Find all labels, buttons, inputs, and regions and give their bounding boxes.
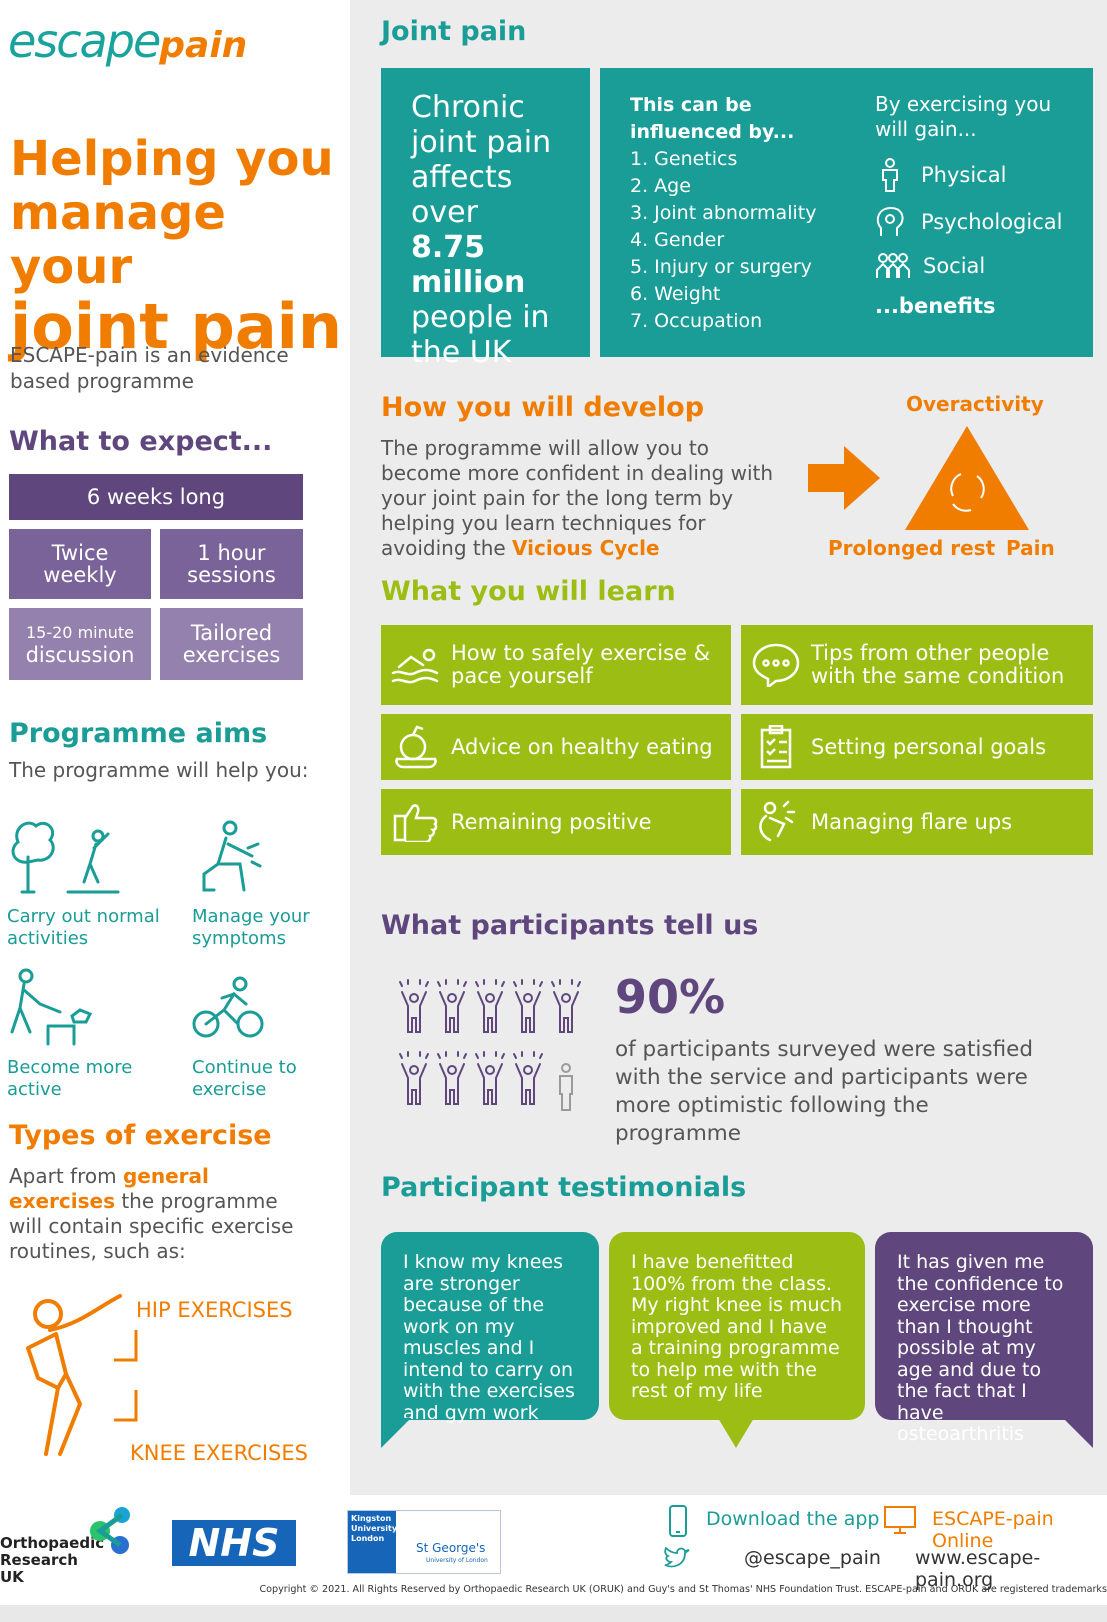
website-link[interactable]: www.escape-pain.org [915, 1547, 1041, 1591]
psychological-icon [876, 206, 904, 236]
expect-box-frequency: Twice weekly [9, 529, 151, 599]
cheering-person-icon [475, 979, 505, 1033]
cheering-person-icon [399, 1051, 429, 1105]
learn-item-eating: Advice on healthy eating [381, 714, 731, 780]
cheering-person-icon [437, 1051, 467, 1105]
physical-icon [882, 158, 898, 192]
learn-title: What you will learn [381, 576, 676, 607]
types-text: Apart from general exercises the program… [9, 1164, 294, 1263]
bubble-tail-2 [718, 1418, 754, 1448]
download-app-link[interactable]: Download the app [706, 1508, 880, 1530]
escape-pain-online-link[interactable]: ESCAPE-pain Online [932, 1508, 1054, 1552]
thumbs-up-icon [393, 804, 438, 842]
joint-stat-card: Chronic joint pain affects over 8.75 mil… [381, 68, 590, 370]
influence-card: This can be influenced by... 1. Genetics… [600, 68, 860, 357]
participants-text: of participants surveyed were satisfied … [615, 1037, 1034, 1146]
testimonials-title: Participant testimonials [381, 1172, 747, 1203]
neutral-person-icon [559, 1063, 573, 1111]
aim-label-active: Become more active [7, 1057, 133, 1100]
intro-text: ESCAPE-pain is an evidence based program… [10, 343, 289, 393]
dog-walker-icon [10, 968, 93, 1046]
food-icon [395, 725, 437, 769]
aims-title: Programme aims [9, 718, 268, 749]
aim-label-activities: Carry out normal activities [7, 906, 160, 949]
arrow-right-icon [808, 446, 880, 510]
expect-box-duration: 6 weeks long [9, 474, 303, 520]
learn-item-exercise: How to safely exercise & pace yourself [381, 625, 731, 705]
speech-bubble-icon [752, 643, 800, 687]
cheering-person-icon [513, 979, 543, 1033]
bottom-strip [0, 1605, 1107, 1622]
aims-subtitle: The programme will help you: [9, 758, 309, 782]
types-title: Types of exercise [9, 1120, 272, 1151]
aim-label-exercise: Continue to exercise [192, 1057, 297, 1100]
gain-psychological: Psychological [875, 206, 1093, 238]
kingston-stgeorges-logo: Kingston University London St George's U… [347, 1510, 501, 1574]
stretching-person-icon [202, 820, 262, 892]
cyclist-icon [192, 976, 264, 1038]
participants-pictogram [399, 979, 581, 1111]
twitter-icon [664, 1547, 690, 1568]
nhs-logo: NHS [172, 1520, 296, 1566]
bubble-tail-3 [1063, 1418, 1093, 1448]
cheering-person-icon [475, 1051, 505, 1105]
testimonial-1: I know my knees are stronger because of … [381, 1232, 599, 1423]
cheering-person-icon [551, 979, 581, 1033]
expect-title: What to expect... [9, 426, 273, 457]
copyright-text: Copyright © 2021. All Rights Reserved by… [259, 1584, 1107, 1595]
step-lines-icon [114, 1330, 138, 1422]
bubble-tail-1 [381, 1418, 411, 1448]
social-icon [876, 253, 910, 278]
cycle-overactivity: Overactivity [906, 392, 1044, 416]
joint-pain-title: Joint pain [381, 16, 527, 47]
testimonial-2: I have benefitted 100% from the class. M… [609, 1232, 865, 1420]
cycle-prolonged-rest: Prolonged rest [828, 536, 996, 560]
phone-icon [669, 1505, 687, 1537]
gain-social: Social [875, 252, 1093, 280]
participants-percent: 90% [615, 970, 726, 1024]
hero-heading: Helping you manage your joint pain [10, 131, 343, 363]
hip-exercise-figure-icon [26, 1294, 122, 1456]
hip-exercises-label: HIP EXERCISES [136, 1298, 293, 1322]
gain-physical: Physical [875, 158, 1093, 192]
oruk-logo-icon [90, 1507, 130, 1554]
learn-item-positive: Remaining positive [381, 789, 731, 855]
expect-box-session-length: 1 hour sessions [160, 529, 303, 599]
cycle-pain: Pain [1006, 536, 1055, 560]
computer-icon [884, 1506, 916, 1534]
oruk-logo-text: Orthopaedic Research UK [0, 1534, 105, 1586]
influence-list: 1. Genetics 2. Age 3. Joint abnormality … [630, 148, 817, 332]
cheering-person-icon [437, 979, 467, 1033]
swimmer-icon [391, 648, 439, 684]
testimonial-3: It has given me the confidence to exerci… [875, 1232, 1093, 1445]
cheering-person-icon [513, 1051, 543, 1105]
learn-item-goals: Setting personal goals [741, 714, 1093, 780]
twitter-handle[interactable]: @escape_pain [744, 1547, 881, 1569]
left-column: escapepain Helping you manage your joint… [0, 0, 350, 1495]
clipboard-icon [760, 725, 792, 769]
back-pain-icon [759, 800, 796, 842]
escape-pain-logo: escapepain [8, 14, 248, 68]
participants-title: What participants tell us [381, 910, 759, 941]
knee-exercises-label: KNEE EXERCISES [130, 1441, 308, 1465]
expect-box-tailored: Tailored exercises [160, 608, 303, 680]
learn-item-tips: Tips from other people with the same con… [741, 625, 1093, 705]
aim-label-symptoms: Manage your symptoms [192, 906, 310, 949]
vicious-cycle-triangle-icon [905, 426, 1029, 530]
develop-text: The programme will allow you to become m… [381, 436, 774, 560]
learn-item-flare-ups: Managing flare ups [741, 789, 1093, 855]
develop-title: How you will develop [381, 392, 705, 423]
cheering-person-icon [399, 979, 429, 1033]
tree-walker-icon [11, 821, 120, 894]
